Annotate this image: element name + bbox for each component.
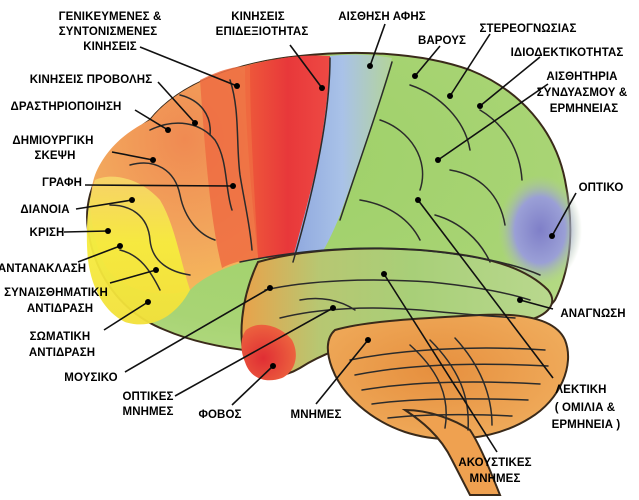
label-visual-memories: ΟΠΤΙΚΕΣ	[122, 391, 173, 403]
label-somatic-reaction-2: ΑΝΤΙΔΡΑΣΗ	[29, 347, 95, 359]
label-writing: ΓΡΑΦΗ	[42, 177, 82, 189]
label-sensory-integration-3: ΕΡΜΗΝΕΙΑΣ	[550, 103, 619, 115]
brain	[87, 53, 582, 495]
label-touch-sense: ΑΙΣΘΗΣΗ ΑΦΗΣ	[338, 11, 425, 23]
label-judgement: ΚΡΙΣΗ	[30, 227, 65, 239]
label-auditory-memories-2: ΜΝΗΜΕΣ	[470, 473, 521, 485]
label-dexterity-movements-2: ΕΠΙΔΕΞΙΟΤΗΤΑΣ	[216, 26, 309, 38]
label-dexterity-movements: ΚΙΝΗΣΕΙΣ	[231, 11, 285, 23]
label-generalized-movements-2: ΣΥΝΤΟΝΙΣΜΕΝΕΣ	[59, 26, 157, 38]
label-emotional-reaction-2: ΑΝΤΙΔΡΑΣΗ	[27, 303, 93, 315]
label-weight: ΒΑΡΟΥΣ	[418, 35, 466, 47]
label-generalized-movements: ΓΕΝΙΚΕΥΜΕΝΕΣ &	[59, 11, 162, 23]
label-emotional-reaction: ΣΥΝΑΙΣΘΗΜΑΤΙΚΗ	[4, 287, 108, 299]
label-reading: ΑΝΑΓΝΩΣΗ	[560, 308, 625, 320]
label-stereognosis: ΣΤΕΡΕΟΓΝΩΣΙΑΣ	[480, 23, 577, 35]
label-memories: ΜΝΗΜΕΣ	[291, 409, 342, 421]
label-musical: ΜΟΥΣΙΚΟ	[64, 372, 117, 384]
label-generalized-movements-3: ΚΙΝΗΣΕΙΣ	[83, 41, 137, 53]
label-sensory-integration: ΑΙΣΘΗΤΗΡΙΑ	[546, 71, 617, 83]
label-intellect: ΔΙΑΝΟΙΑ	[20, 204, 69, 216]
label-creative-thinking: ΔΗΜΙΟΥΡΓΙΚΗ	[12, 135, 93, 147]
label-somatic-reaction: ΣΩΜΑΤΙΚΗ	[30, 331, 91, 343]
label-activation: ΔΡΑΣΤΗΡΙΟΠΟΙΗΣΗ	[11, 101, 122, 113]
label-verbal: ΛΕΚΤΙΚΗ	[555, 384, 606, 396]
label-proprioception: ΙΔΙΟΔΕΚΤΙΚΟΤΗΤΑΣ	[511, 47, 624, 59]
label-visual: ΟΠΤΙΚΟ	[579, 182, 624, 194]
label-visual-memories-2: ΜΝΗΜΕΣ	[123, 406, 174, 418]
label-reflection: ΑΝΤΑΝΑΚΛΑΣΗ	[0, 263, 86, 275]
label-creative-thinking-2: ΣΚΕΨΗ	[35, 150, 76, 162]
label-projection-movements: ΚΙΝΗΣΕΙΣ ΠΡΟΒΟΛΗΣ	[30, 74, 152, 86]
label-verbal-3: ΕΡΜΗΝΕΙΑ )	[552, 419, 621, 431]
label-fear: ΦΟΒΟΣ	[198, 409, 241, 421]
label-auditory-memories: ΑΚΟΥΣΤΙΚΕΣ	[458, 457, 531, 469]
label-verbal-2: ( ΟΜΙΛΙΑ &	[555, 402, 615, 414]
label-sensory-integration-2: ΣΥΝΔΥΑΣΜΟΥ &	[537, 87, 628, 99]
